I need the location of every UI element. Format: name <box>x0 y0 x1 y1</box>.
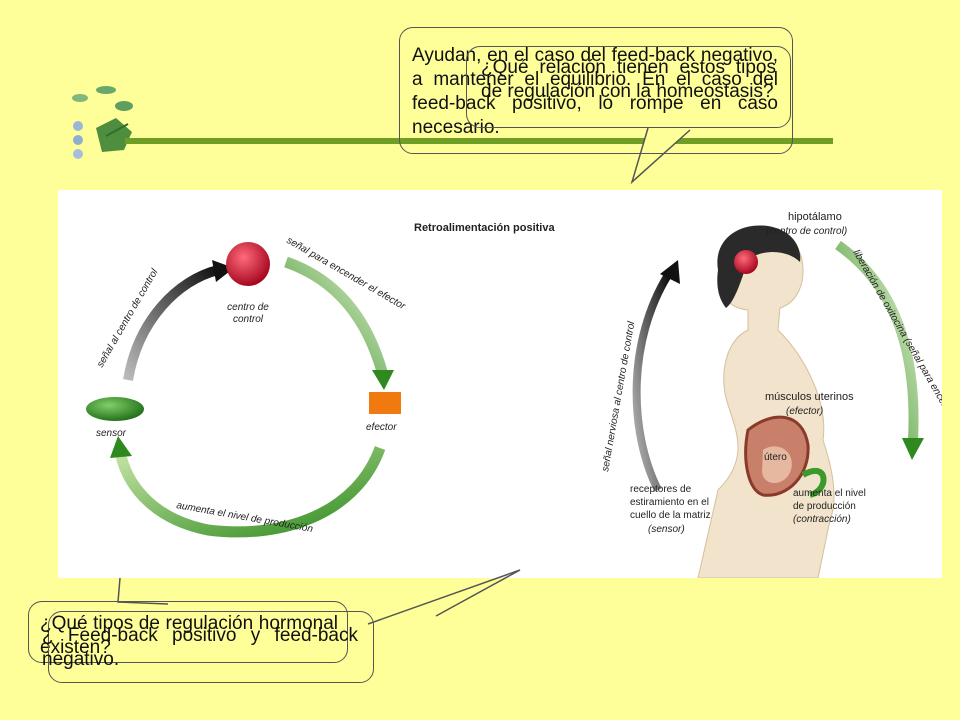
sensor-disk <box>86 397 144 421</box>
receptors-role: (sensor) <box>648 524 685 535</box>
contraction-arrow <box>801 467 827 498</box>
top-callout-front-text: ¿Qué relación tienen estos tipos de regu… <box>481 57 776 102</box>
arrow-head-icon <box>212 260 234 282</box>
bottom-callout-front <box>48 611 374 683</box>
hypothalamus-marker <box>734 250 758 274</box>
uterus-label: útero <box>764 452 787 463</box>
effector-block <box>369 392 401 414</box>
receptors-line-1: receptores de <box>630 484 692 495</box>
top-callout-back-text: Ayudan, en el caso del feed-back negativ… <box>412 45 778 138</box>
bottom-callout-back-text: ¿Qué tipos de regulación hormonal existe… <box>40 613 338 658</box>
biology-logo-icon <box>72 86 133 159</box>
effector-label: efector <box>366 422 397 433</box>
arrow-to-control-center <box>123 265 220 381</box>
arrow-head-icon <box>660 260 680 284</box>
bottom-callout-back <box>28 601 348 663</box>
arrow-head-icon <box>902 438 924 460</box>
bottom-callout-front-text: ¿ Feed-back positivo y feed-back negativ… <box>42 625 358 670</box>
control-center-sphere <box>226 242 270 286</box>
increase-right-line-2: de producción <box>793 501 856 512</box>
muscles-label: músculos uterinos <box>765 391 854 403</box>
oxytocin-arrow <box>835 240 919 441</box>
arrow-to-sensor <box>114 446 386 538</box>
arrow-head-icon <box>110 436 132 458</box>
muscles-role: (efector) <box>786 406 823 417</box>
increase-right-role: (contracción) <box>793 514 851 525</box>
nerve-signal-arrow <box>632 272 672 492</box>
arrow-to-effector <box>284 256 389 377</box>
hypothalamus-role: (centro de control) <box>766 226 847 237</box>
receptors-line-2: estiramiento en el <box>630 497 709 508</box>
receptors-line-3: cuello de la matriz <box>630 510 711 521</box>
increase-right-line-1: aumenta el nivel <box>793 488 866 499</box>
arrow-head-icon <box>372 370 394 390</box>
pregnant-figure <box>697 225 835 579</box>
top-callout-back <box>399 27 793 154</box>
sensor-label: sensor <box>96 428 127 439</box>
top-callout-front <box>466 46 791 128</box>
hypothalamus-label: hipotálamo <box>788 211 842 223</box>
diagram-title: Retroalimentación positiva <box>414 222 555 234</box>
title-divider <box>125 138 833 144</box>
